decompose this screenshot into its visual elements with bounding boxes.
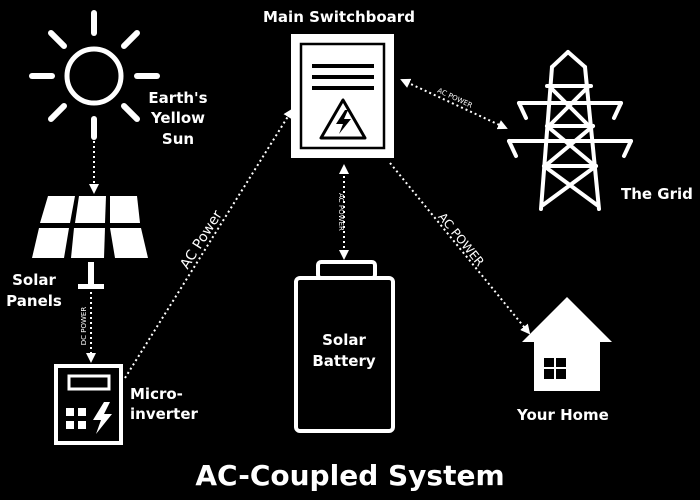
- solar-panel-icon: [32, 196, 148, 289]
- connection-microinverter-switchboard: AC Power: [124, 108, 294, 379]
- solar-panels-label: Solar Panels: [6, 271, 62, 310]
- diagram-title: AC-Coupled System: [195, 459, 505, 492]
- grid-label: The Grid: [621, 185, 693, 203]
- sun-icon: [29, 10, 160, 140]
- microinverter-label: Micro-inverter: [130, 385, 198, 423]
- battery-icon: [294, 260, 395, 433]
- connection-switchboard-home: AC POWER: [389, 162, 531, 335]
- home-label: Your Home: [517, 406, 609, 424]
- transmission-tower-icon: [507, 50, 633, 211]
- connection-switchboard-battery: AC POWER: [337, 164, 349, 260]
- battery-label: Solar Battery: [312, 331, 376, 370]
- ac-power-label-left: AC Power: [177, 207, 226, 272]
- ac-power-label-grid: AC POWER: [436, 87, 474, 110]
- connection-panels-microinverter: DC POWER: [80, 292, 96, 363]
- microinverter-icon: [54, 364, 123, 445]
- dc-power-label: DC POWER: [80, 307, 88, 346]
- switchboard-icon: [291, 34, 394, 158]
- sun-label: Earth's Yellow Sun: [148, 89, 208, 148]
- switchboard-label: Main Switchboard: [263, 8, 415, 26]
- house-icon: [522, 297, 612, 391]
- connection-switchboard-grid: AC POWER: [400, 78, 508, 130]
- ac-power-label-home: AC POWER: [435, 210, 487, 269]
- ac-power-label-battery: AC POWER: [337, 193, 345, 231]
